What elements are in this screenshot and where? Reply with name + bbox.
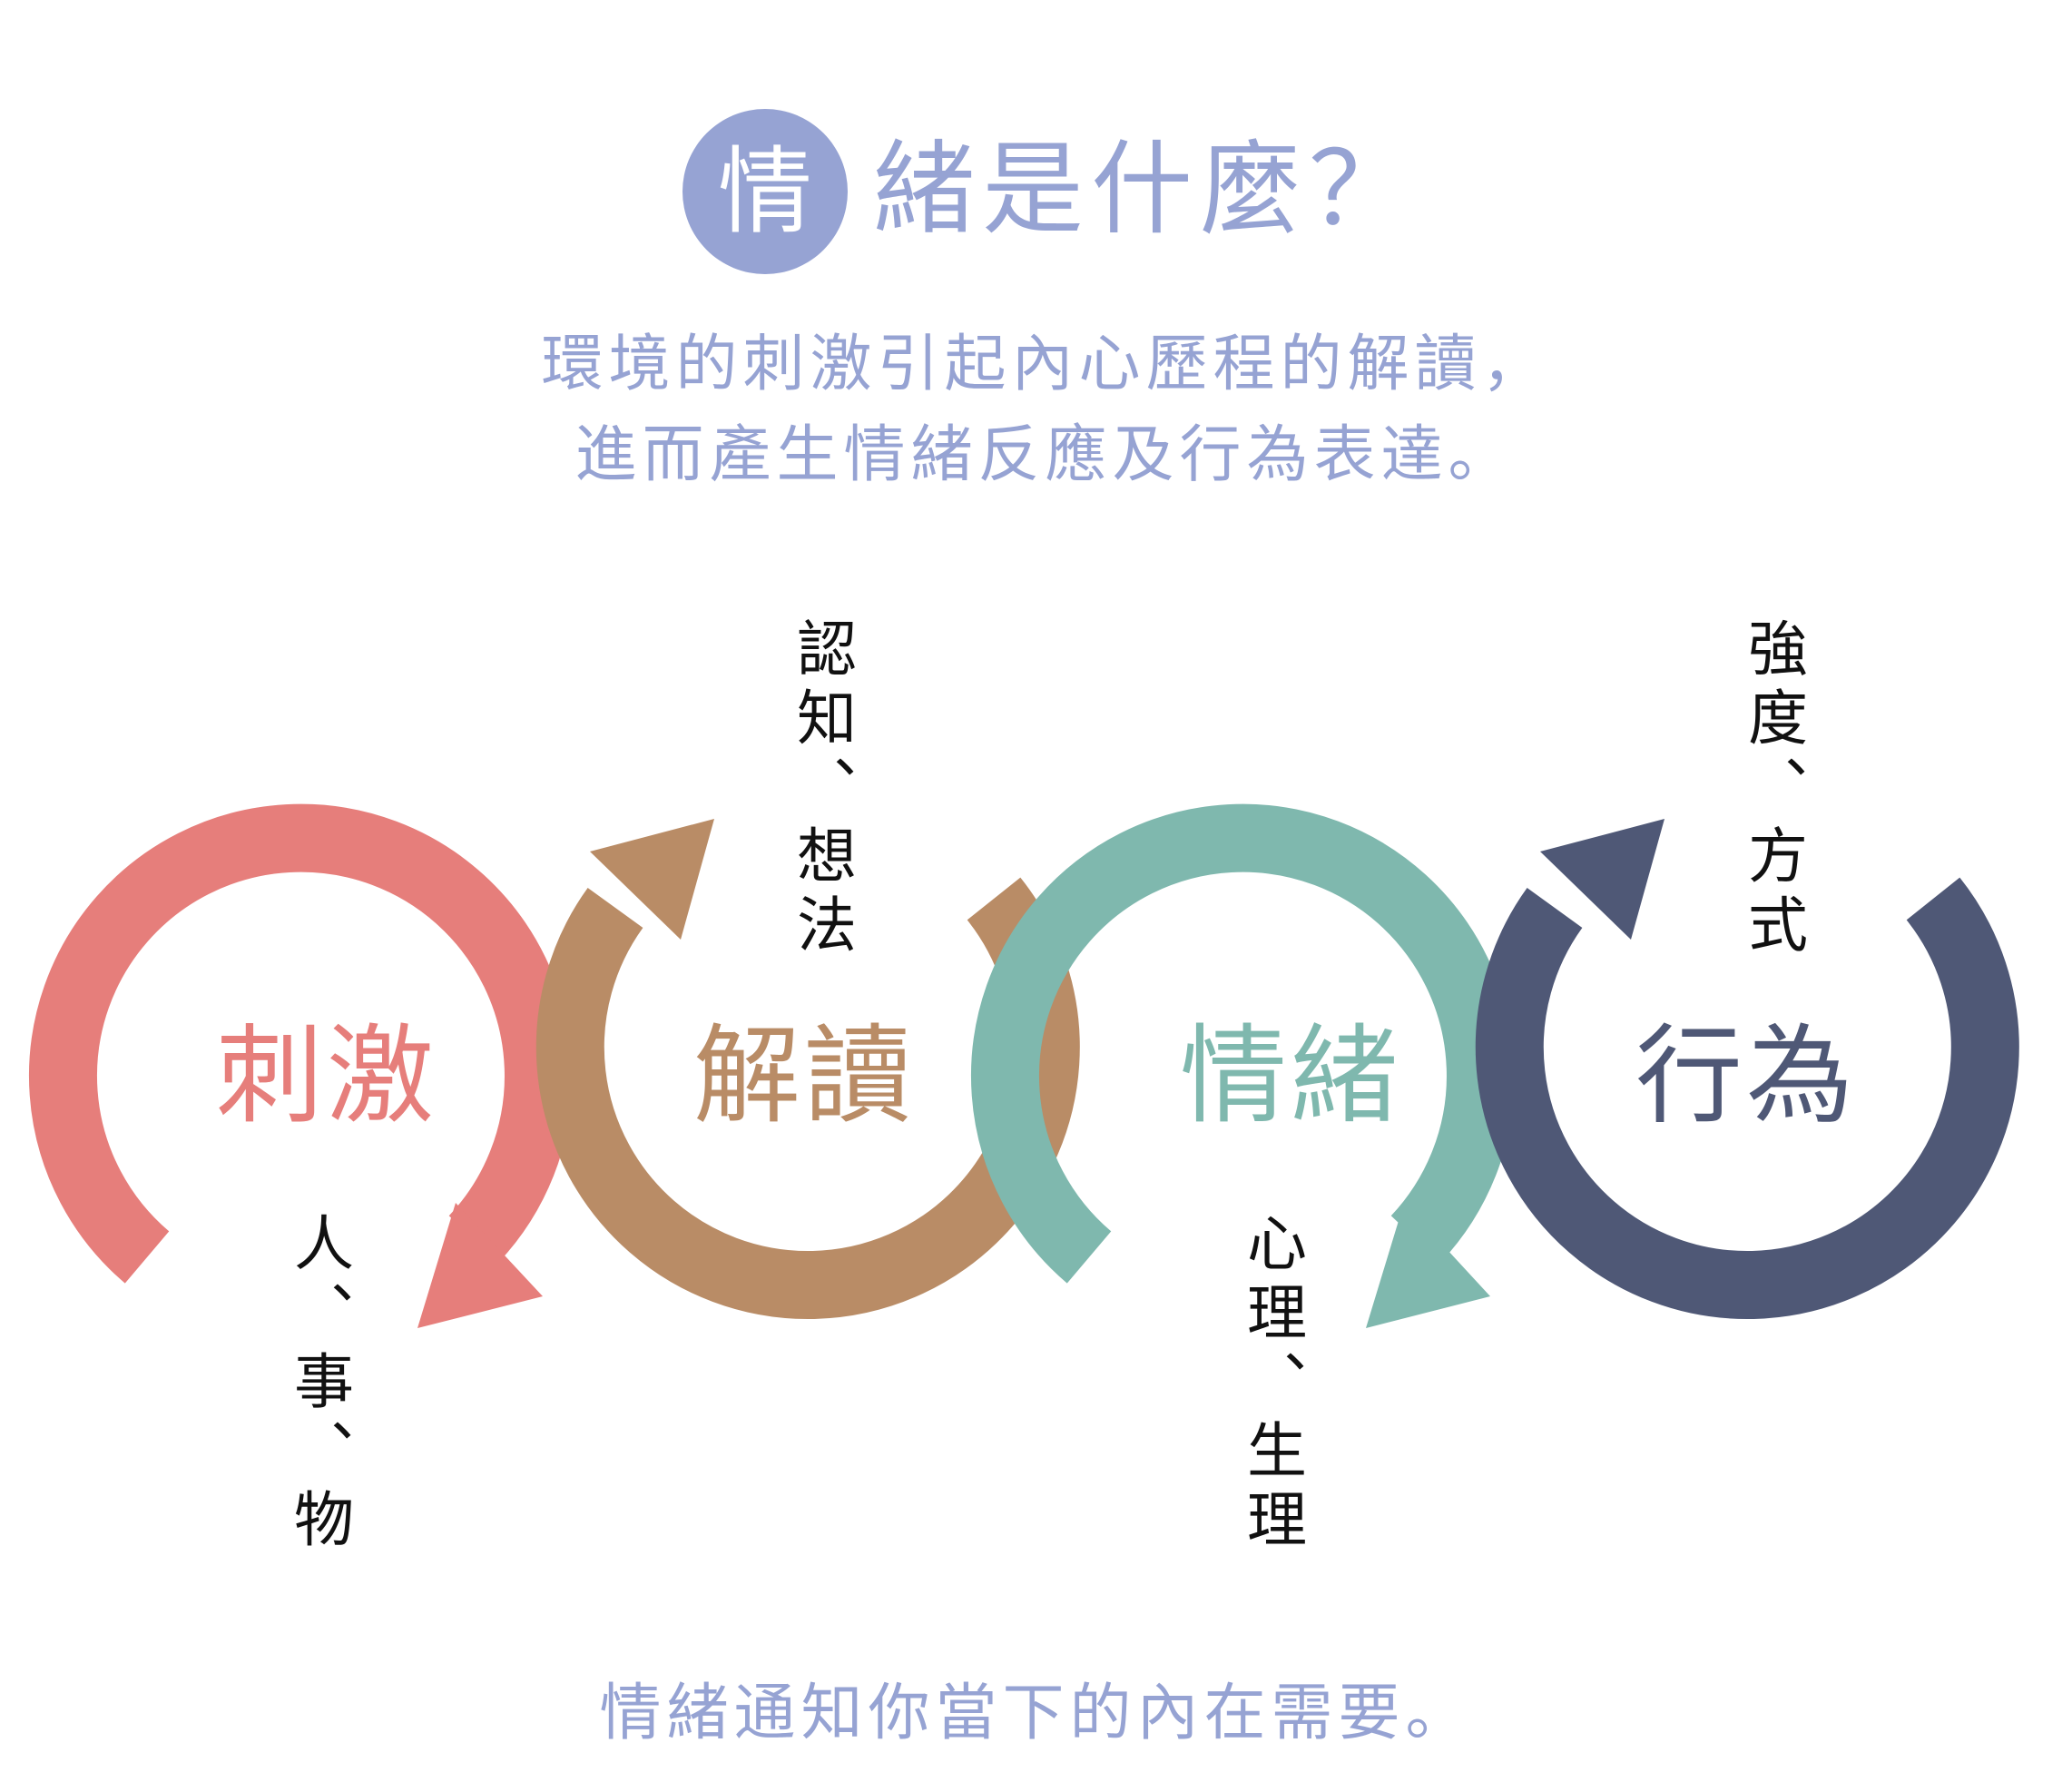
interpretation-note: 認知、想法 — [787, 617, 857, 962]
behavior-note: 強度、方式 — [1738, 617, 1808, 962]
stage-label-emotion: 情緒 — [1179, 1013, 1401, 1138]
emotion-arrowhead — [1366, 1203, 1490, 1328]
stage-label-interpretation: 解讀 — [692, 1013, 915, 1138]
interpretation-arrowhead — [590, 819, 714, 940]
title: 情 緒是什麼？ — [0, 100, 2072, 281]
stage-label-behavior: 行為 — [1635, 1013, 1857, 1138]
stimulus-arrowhead — [417, 1203, 543, 1328]
behavior-ring — [1475, 877, 2019, 1320]
subtitle-line-2: 進而產生情緒反應及行為表達。 — [574, 419, 1516, 491]
behavior-arrowhead — [1540, 819, 1664, 940]
stimulus-note: 人、事、物 — [284, 1212, 354, 1557]
stage-label-stimulus: 刺激 — [215, 1013, 437, 1138]
subtitle-line-1: 環境的刺激引起內心歷程的解讀， — [541, 329, 1549, 400]
title-circle-badge: 情 — [682, 109, 848, 274]
emotion-note: 心理、生理 — [1237, 1212, 1307, 1557]
footer-note: 情緒通知你當下的內在需要。 — [599, 1678, 1473, 1749]
interpretation-ring — [535, 877, 1080, 1320]
title-text: 緒是什麼？ — [873, 131, 1418, 249]
